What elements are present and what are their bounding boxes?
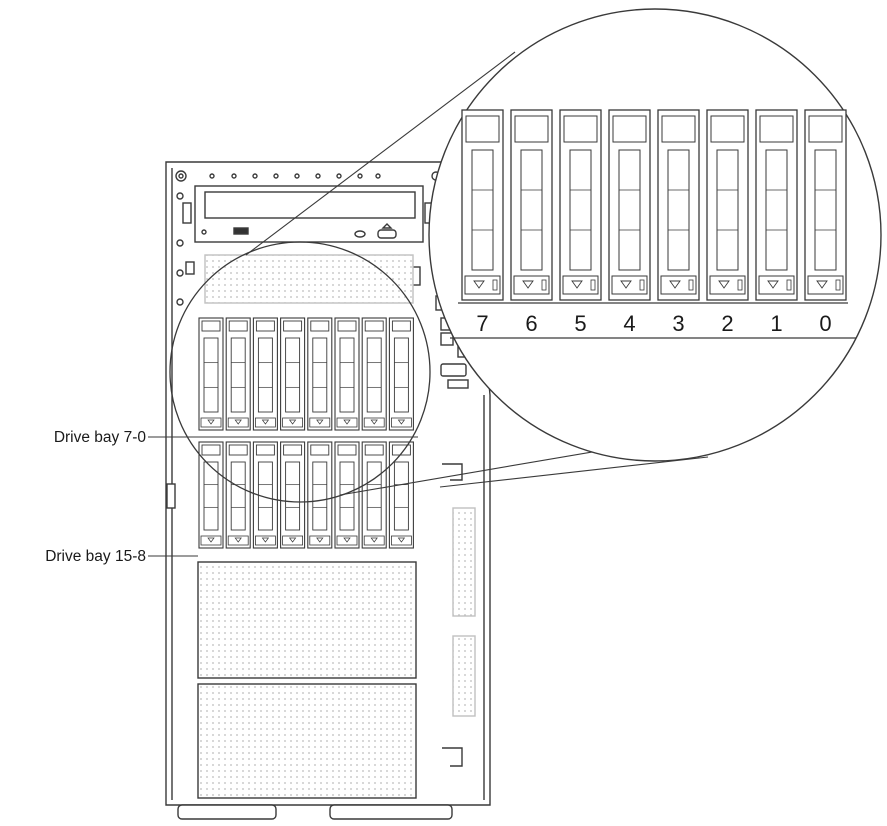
zoom-drive-bay-1 xyxy=(510,109,553,301)
drive-bay-upper-5 xyxy=(334,317,360,431)
drive-bay-lower-3 xyxy=(280,441,306,549)
zoom-drive-bay-0 xyxy=(461,109,504,301)
zoom-bay-number-4: 4 xyxy=(623,311,635,336)
drive-bay-lower-0 xyxy=(198,441,224,549)
zoom-bay-number-5: 5 xyxy=(574,311,586,336)
drive-bay-upper-6 xyxy=(361,317,387,431)
zoom-drive-bays xyxy=(461,109,847,301)
drive-bay-lower-7 xyxy=(388,441,414,549)
callout-label-drive-bay-15-8: Drive bay 15-8 xyxy=(45,548,146,565)
drive-bay-lower-5 xyxy=(334,441,360,549)
drive-bay-upper-1 xyxy=(225,317,251,431)
drive-bay-group-15-8 xyxy=(198,441,414,549)
callout-drive-bay-7-0: Drive bay 7-0 xyxy=(54,429,418,446)
zoom-connector-bottom xyxy=(439,456,709,488)
drive-bay-upper-3 xyxy=(280,317,306,431)
zoom-bay-number-2: 2 xyxy=(721,311,733,336)
zoom-bay-numbers: 7 6 5 4 3 2 1 0 xyxy=(476,311,831,336)
drive-bay-group-7-0 xyxy=(198,317,414,431)
drive-bay-upper-0 xyxy=(198,317,224,431)
zoom-drive-bay-5 xyxy=(706,109,749,301)
drive-bay-lower-6 xyxy=(361,441,387,549)
zoom-drive-bay-7 xyxy=(804,109,847,301)
zoom-bay-number-1: 1 xyxy=(770,311,782,336)
callout-drive-bay-15-8: Drive bay 15-8 xyxy=(45,548,198,565)
drive-bay-lower-4 xyxy=(307,441,333,549)
optical-drive xyxy=(194,185,424,243)
zoom-drive-bay-6 xyxy=(755,109,798,301)
drive-bay-lower-1 xyxy=(225,441,251,549)
zoom-drive-bay-3 xyxy=(608,109,651,301)
zoom-connector-upper xyxy=(245,51,516,256)
drive-bay-upper-4 xyxy=(307,317,333,431)
drive-bay-lower-2 xyxy=(252,441,278,549)
zoom-drive-bay-4 xyxy=(657,109,700,301)
zoom-drive-bay-2 xyxy=(559,109,602,301)
drive-bay-upper-2 xyxy=(252,317,278,431)
zoom-bay-number-3: 3 xyxy=(672,311,684,336)
magnifier-lens xyxy=(169,241,431,503)
drive-bay-upper-7 xyxy=(388,317,414,431)
zoom-bay-number-6: 6 xyxy=(525,311,537,336)
zoom-bay-number-7: 7 xyxy=(476,311,488,336)
zoom-bay-number-0: 0 xyxy=(819,311,831,336)
callout-label-drive-bay-7-0: Drive bay 7-0 xyxy=(54,429,147,446)
